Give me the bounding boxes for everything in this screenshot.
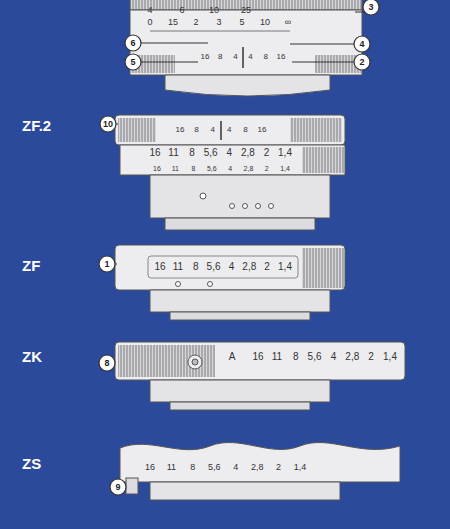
scale-number: 2 xyxy=(368,352,374,362)
callout-number: 10 xyxy=(103,120,113,129)
scale-number: 8 xyxy=(189,148,195,158)
scale-number: 5,6 xyxy=(207,165,217,172)
callout-number: 9 xyxy=(115,483,120,492)
scale-number: 5,6 xyxy=(308,352,322,362)
scale-number: 11 xyxy=(173,262,183,272)
scale-number: 11 xyxy=(272,352,282,362)
scale-number: 5,6 xyxy=(207,262,221,272)
callout-number: 6 xyxy=(130,39,135,48)
scale-number: 5,6 xyxy=(208,463,221,472)
scale-number: 16 xyxy=(258,126,267,134)
zk-lens xyxy=(115,342,405,410)
scale-number: A xyxy=(229,352,236,362)
scale-number: 1,4 xyxy=(280,165,290,172)
scale-number: 4 xyxy=(233,53,237,61)
scale-number: 10 xyxy=(260,18,270,27)
scale-number: 8 xyxy=(218,53,222,61)
scale-number: 11 xyxy=(167,463,176,472)
callout-circles xyxy=(99,0,379,495)
scale-number: 4 xyxy=(228,165,232,172)
scale-number: 0 xyxy=(147,18,152,27)
scale-number: 2 xyxy=(265,165,269,172)
zf2-lens xyxy=(115,115,345,230)
mount-name: ZK xyxy=(22,349,42,364)
scale-number: 8 xyxy=(192,165,196,172)
scale-number: 8 xyxy=(193,262,199,272)
scale-number: 2 xyxy=(193,18,198,27)
scale-number: 2 xyxy=(264,262,270,272)
mount-name: ZF.2 xyxy=(22,118,51,133)
scale-number: 15 xyxy=(168,18,178,27)
mount-name: ZS xyxy=(22,456,41,471)
callout-number: 5 xyxy=(130,58,135,67)
callout-number: 3 xyxy=(368,3,373,12)
callout-number: 2 xyxy=(359,58,364,67)
scale-number: 16 xyxy=(252,352,263,362)
scale-number: 11 xyxy=(172,165,179,172)
callout-number: 1 xyxy=(104,260,109,269)
scale-number: 4 xyxy=(227,148,233,158)
scale-number: 1,4 xyxy=(278,148,292,158)
scale-number: 4 xyxy=(229,262,235,272)
zs-lens xyxy=(120,443,400,500)
top-lens xyxy=(130,0,366,96)
scale-number: 16 xyxy=(145,463,155,472)
scale-number: 4 xyxy=(147,6,152,15)
scale-number: 3 xyxy=(216,18,221,27)
callout-number: 8 xyxy=(104,359,109,368)
scale-number: 5,6 xyxy=(204,148,218,158)
scale-number: 16 xyxy=(176,126,185,134)
scale-number: 2,8 xyxy=(251,463,264,472)
scale-number: 2,8 xyxy=(345,352,359,362)
callout-number: 4 xyxy=(359,40,364,49)
scale-number: 16 xyxy=(154,262,165,272)
scale-number: 8 xyxy=(194,126,198,134)
scale-number: 8 xyxy=(293,352,299,362)
scale-number: 25 xyxy=(241,6,251,15)
scale-number: 11 xyxy=(168,148,178,158)
scale-number: 1,4 xyxy=(294,463,307,472)
scale-number: 2 xyxy=(264,148,270,158)
scale-number: 2 xyxy=(276,463,281,472)
scale-number: 16 xyxy=(277,53,286,61)
scale-number: 1,4 xyxy=(278,262,292,272)
scale-number: ∞ xyxy=(285,18,291,27)
scale-number: 10 xyxy=(209,6,219,15)
scale-number: 16 xyxy=(149,148,160,158)
scale-number: 5 xyxy=(239,18,244,27)
scale-number: 4 xyxy=(331,352,337,362)
scale-number: 4 xyxy=(248,53,252,61)
scale-number: 6 xyxy=(179,6,184,15)
scale-number: 2,8 xyxy=(244,165,254,172)
scale-number: 4 xyxy=(211,126,215,134)
scale-number: 16 xyxy=(201,53,210,61)
scale-number: 8 xyxy=(190,463,195,472)
scale-number: 1,4 xyxy=(383,352,397,362)
scale-number: 2,8 xyxy=(242,262,256,272)
scale-number: 4 xyxy=(227,126,231,134)
zf-lens xyxy=(115,245,345,320)
scale-number: 16 xyxy=(153,165,161,172)
scale-number: 4 xyxy=(233,463,238,472)
scale-number: 8 xyxy=(243,126,247,134)
scale-number: 2,8 xyxy=(241,148,255,158)
scale-number: 8 xyxy=(264,53,268,61)
mount-name: ZF xyxy=(22,258,40,273)
